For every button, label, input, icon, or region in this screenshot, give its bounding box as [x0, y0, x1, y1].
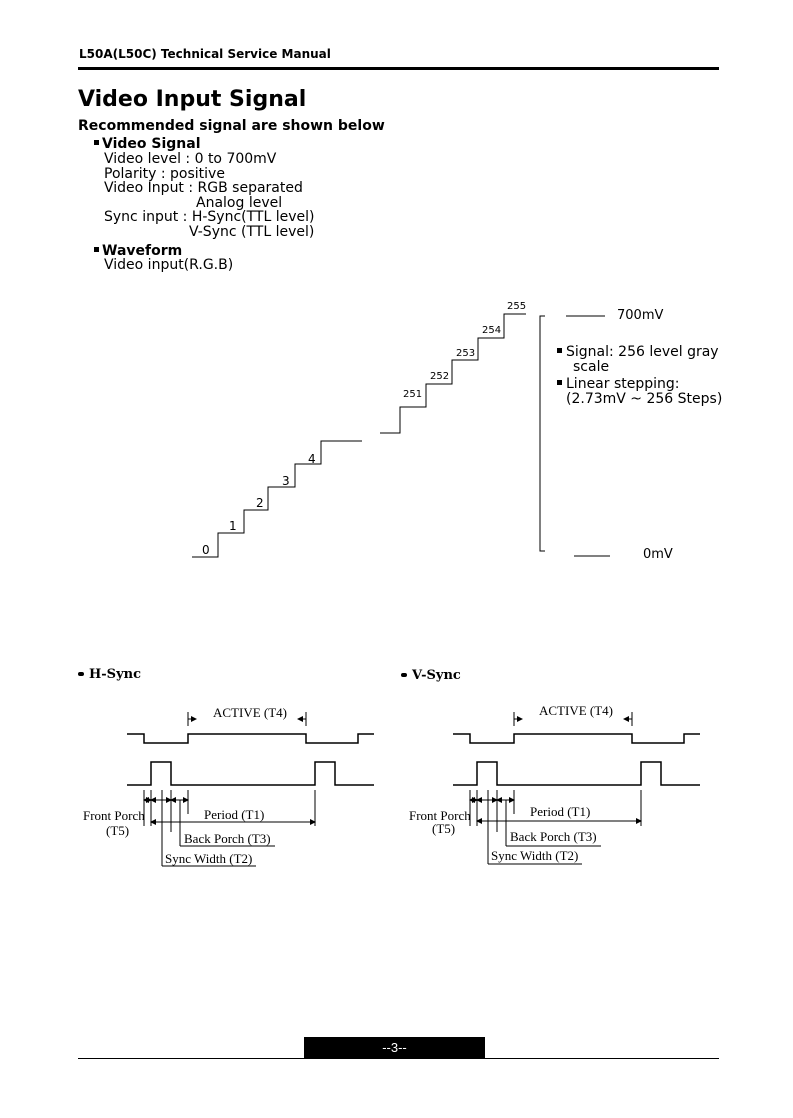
hsync-front-porch-label: Front Porch: [83, 808, 145, 823]
page-title: Video Input Signal: [78, 87, 307, 112]
vsync-video-waveform: [453, 733, 700, 744]
step-label-2: 2: [256, 496, 264, 510]
hsync-heading: H-Sync: [78, 667, 141, 682]
vsync-sync-width-label: Sync Width (T2): [491, 848, 579, 863]
step-label-1: 1: [229, 519, 237, 533]
hsync-front-porch-code: (T5): [106, 823, 130, 838]
level-bottom-label: 0mV: [643, 547, 673, 562]
video-signal-heading: Video Signal: [94, 136, 201, 152]
step-label-4: 4: [308, 452, 316, 466]
hsync-period-label: Period (T1): [204, 807, 265, 822]
step-label-254: 254: [482, 325, 502, 336]
note-scale: scale: [573, 359, 610, 375]
waveform-heading: Waveform: [94, 243, 182, 259]
manual-title: L50A(L50C) Technical Service Manual: [79, 47, 331, 61]
staircase-low-steps: [192, 440, 362, 558]
note-signal: Signal: 256 level gray: [557, 344, 719, 360]
note-linear: Linear stepping:: [557, 376, 680, 392]
note-steps: (2.73mV ~ 256 Steps): [566, 391, 723, 407]
section-subheading: Recommended signal are shown below: [78, 118, 385, 134]
level-top-label: 700mV: [617, 308, 664, 323]
video-signal-title: Video Signal: [102, 136, 201, 152]
hsync-pulse-waveform: [127, 761, 374, 786]
step-label-0: 0: [202, 543, 210, 557]
analog-level-line: Analog level: [196, 195, 283, 211]
step-label-253: 253: [456, 348, 476, 359]
header-rule: [78, 67, 719, 70]
hsync-sync-width-label: Sync Width (T2): [165, 851, 253, 866]
waveform-title: Waveform: [102, 243, 183, 259]
vsync-front-porch-code: (T5): [432, 821, 456, 836]
vsync-back-porch-label: Back Porch (T3): [510, 829, 597, 844]
staircase-high-steps: [380, 313, 526, 434]
step-label-251: 251: [403, 389, 423, 400]
step-label-252: 252: [430, 371, 450, 382]
hsync-back-porch-label: Back Porch (T3): [184, 831, 271, 846]
square-bullet-icon: [557, 379, 562, 385]
video-level-line: Video level : 0 to 700mV: [104, 151, 277, 167]
vsync-active-label: ACTIVE (T4): [539, 703, 614, 718]
vsync-input-line: V-Sync (TTL level): [189, 224, 315, 240]
vsync-period-label: Period (T1): [530, 804, 591, 819]
hsync-active-label: ACTIVE (T4): [213, 705, 288, 720]
waveform-caption: Video input(R.G.B): [104, 257, 234, 273]
square-bullet-icon: [557, 347, 562, 353]
square-bullet-icon: [94, 246, 99, 252]
hsync-input-line: Sync input : H-Sync(TTL level): [104, 209, 315, 225]
square-bullet-icon: [94, 139, 99, 145]
polarity-line: Polarity : positive: [104, 166, 225, 182]
step-label-255: 255: [507, 301, 527, 312]
vsync-front-porch-label: Front Porch: [409, 808, 471, 823]
dot-bullet-icon: [401, 672, 407, 677]
vsync-heading: V-Sync: [401, 668, 461, 683]
level-bracket: [539, 315, 545, 552]
video-input-line: Video Input : RGB separated: [104, 180, 303, 196]
page-number: --3--: [382, 1040, 407, 1055]
page-number-box: [304, 1037, 485, 1059]
dot-bullet-icon: [78, 671, 84, 676]
step-label-3: 3: [282, 474, 290, 488]
hsync-video-waveform: [127, 733, 374, 744]
vsync-pulse-waveform: [453, 761, 700, 786]
